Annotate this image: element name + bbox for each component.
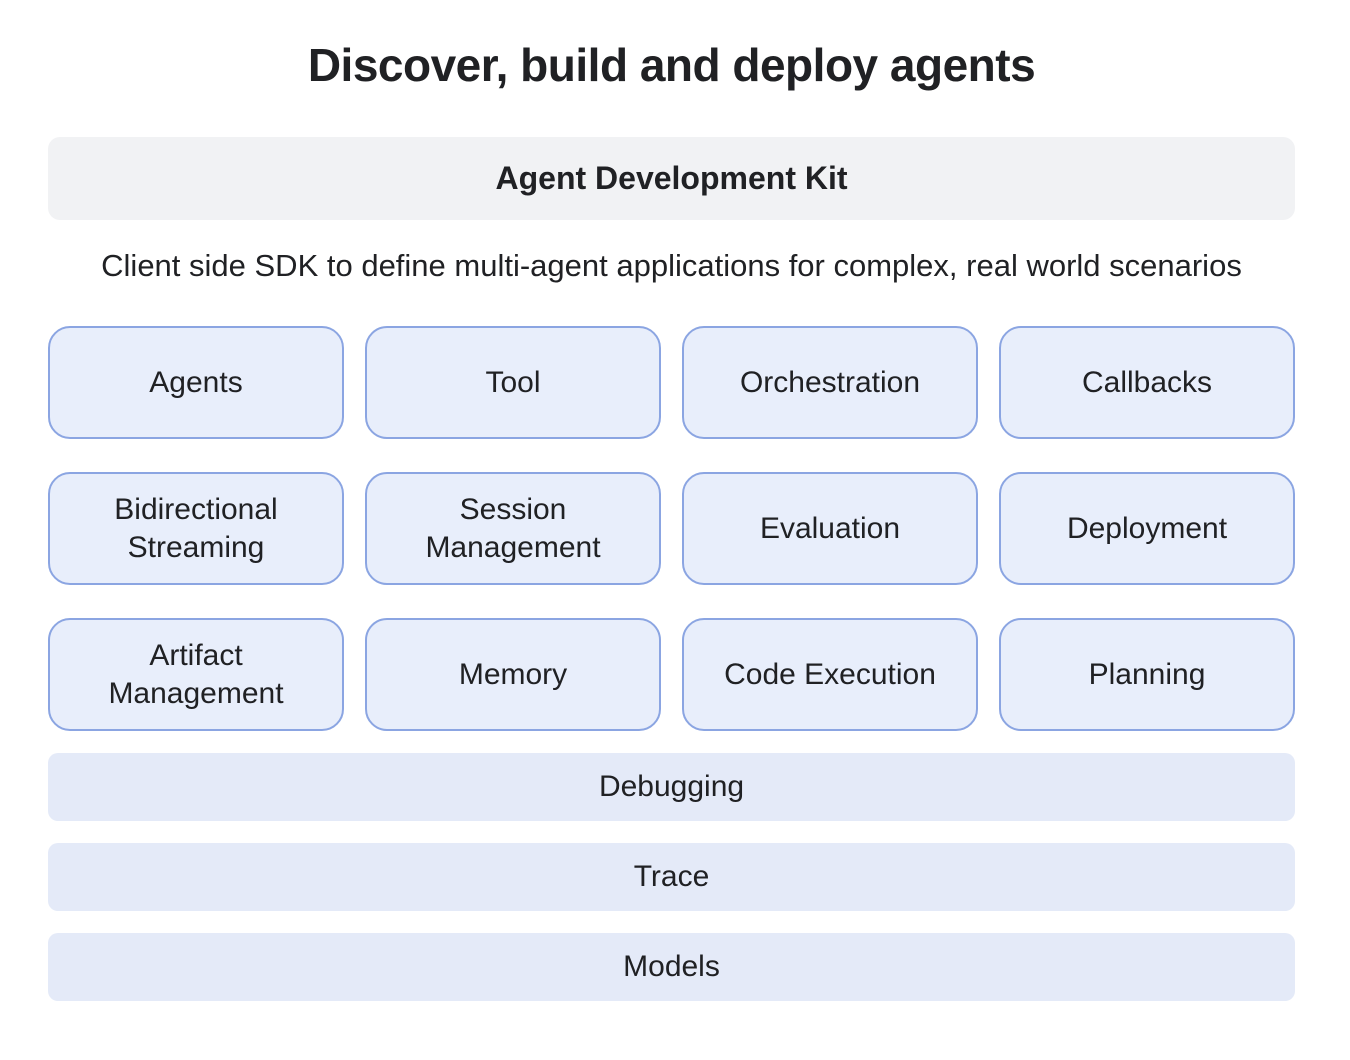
layer-bar-models: Models [48, 933, 1295, 1001]
feature-card-tool: Tool [365, 326, 661, 439]
layer-bar-label: Models [623, 950, 720, 983]
feature-card-session-management: Session Management [365, 472, 661, 585]
layer-bar-debugging: Debugging [48, 753, 1295, 821]
feature-card-memory: Memory [365, 618, 661, 731]
feature-card-code-execution: Code Execution [682, 618, 978, 731]
feature-card-label: Deployment [1066, 511, 1228, 545]
subtitle: Client side SDK to define multi-agent ap… [101, 248, 1242, 283]
kit-banner-label: Agent Development Kit [495, 160, 848, 196]
agent-development-kit-banner: Agent Development Kit [48, 137, 1295, 220]
feature-card-label: Evaluation [759, 511, 901, 545]
layer-bars: Debugging Trace Models [48, 753, 1295, 1001]
feature-card-label: Session Management [425, 492, 601, 564]
feature-card-label: Orchestration [739, 365, 921, 399]
diagram-content: Discover, build and deploy agents Agent … [48, 36, 1295, 1001]
feature-card-label: Bidirectional Streaming [114, 492, 278, 564]
feature-card-label: Memory [458, 657, 568, 691]
feature-card-artifact-management: Artifact Management [48, 618, 344, 731]
feature-card-deployment: Deployment [999, 472, 1295, 585]
feature-card-label: Tool [485, 365, 541, 399]
feature-card-label: Agents [149, 365, 243, 399]
layer-bar-trace: Trace [48, 843, 1295, 911]
feature-card-callbacks: Callbacks [999, 326, 1295, 439]
feature-card-label: Planning [1088, 657, 1206, 691]
feature-card-planning: Planning [999, 618, 1295, 731]
layer-bar-label: Debugging [598, 770, 745, 803]
feature-card-evaluation: Evaluation [682, 472, 978, 585]
feature-card-label: Artifact Management [108, 638, 284, 710]
feature-card-agents: Agents [48, 326, 344, 439]
feature-card-label: Code Execution [724, 657, 936, 691]
feature-card-orchestration: Orchestration [682, 326, 978, 439]
layer-bar-label: Trace [633, 860, 710, 893]
feature-card-label: Callbacks [1081, 365, 1213, 399]
features-grid: Agents Tool Orchestration Callbacks Bidi… [48, 326, 1295, 731]
feature-card-bidirectional-streaming: Bidirectional Streaming [48, 472, 344, 585]
page-title: Discover, build and deploy agents [307, 39, 1036, 91]
